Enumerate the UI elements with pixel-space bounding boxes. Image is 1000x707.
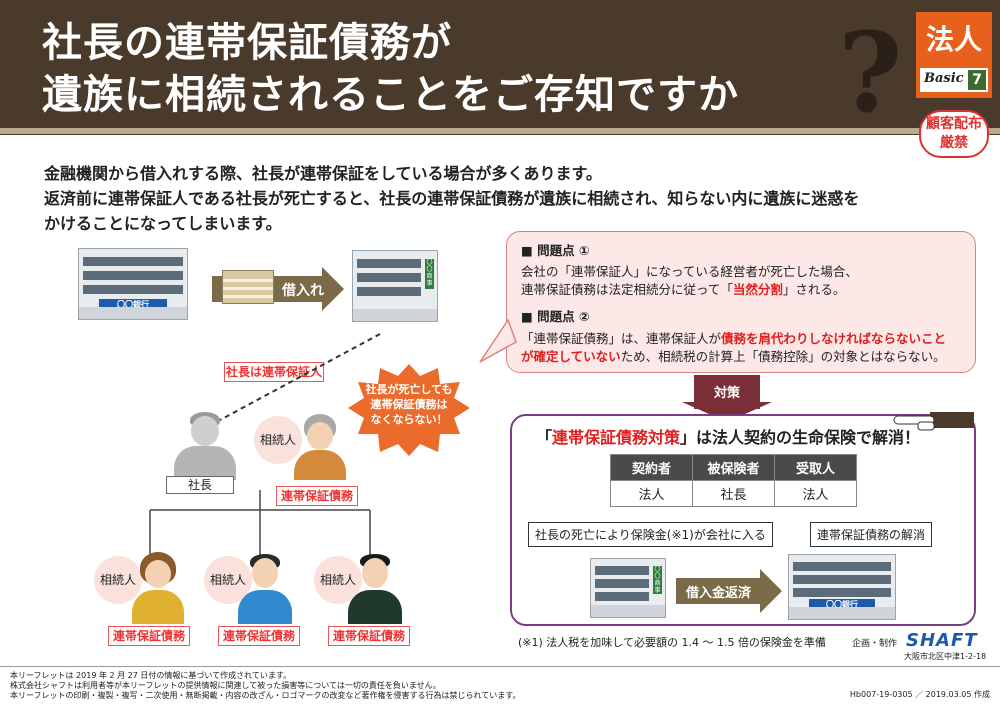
problem-1-heading: ■ 問題点 ① [521, 243, 590, 258]
footnote: (※1) 法人税を加味して必要額の 1.4 ～ 1.5 倍の保険金を準備 [518, 636, 826, 649]
problem-2-line-2: が確定していないため、相続税の計算上「債務控除」の対象とはならない。 [521, 349, 946, 364]
debt-tag-spouse: 連帯保証債務 [276, 486, 358, 506]
footer-line-2: 株式会社シャフトは利用者等が本リーフレットの提供情報に関連して被った損害等につい… [10, 681, 441, 690]
footer-line-1: 本リーフレットは 2019 年 2 月 27 日付の情報に基づいて作成されていま… [10, 671, 292, 680]
problem-2-highlight-b: が確定していない [521, 349, 621, 364]
intro-line-2: 返済前に連帯保証人である社長が死亡すると、社長の連帯保証債務が遺族に相続され、知… [44, 189, 860, 208]
table-cell-beneficiary: 法人 [774, 480, 857, 507]
problem-1-line-2: 連帯保証債務は法定相続分に従って「当然分割」される。 [521, 282, 846, 297]
president-label: 社長 [166, 476, 234, 494]
problem-1-highlight: 当然分割 [732, 282, 783, 297]
credit-label: 企画・制作 [852, 639, 898, 649]
debt-tag-child-2: 連帯保証債務 [218, 626, 300, 646]
document-code: Hb007-19-0305 ／ 2019.03.05 作成 [849, 690, 990, 699]
debt-resolved-bubble: 連帯保証債務の解消 [810, 522, 933, 547]
family-tree-lines [149, 490, 371, 556]
footer-line-3: 本リーフレットの印刷・複製・複写・二次使用・無断掲載・内容の改ざん・ロゴマークの… [10, 691, 521, 700]
question-mark-icon: ? [838, 8, 903, 137]
heir-label-child-1: 相続人 [94, 556, 142, 604]
footer-divider [0, 666, 1000, 667]
warning-burst-icon [348, 364, 470, 456]
burst-line-1: 社長が死亡しても [365, 383, 453, 396]
stamp-line-2: 厳禁 [940, 135, 968, 151]
category-badge: 法人 Basic 7 [916, 12, 992, 98]
child-3-figure [344, 552, 406, 624]
repay-label: 借入金返済 [686, 586, 752, 601]
problem-box-tail [479, 318, 517, 363]
guarantee-link-line [219, 333, 381, 421]
problem-2-line-1: 「連帯保証債務」は、連帯保証人が債務を肩代わりしなければならないこと [521, 331, 947, 346]
burst-line-2: 連帯保証債務は [370, 398, 448, 411]
burst-line-3: なくならない！ [370, 413, 448, 426]
company-building-icon: 〇〇商事 [352, 250, 438, 322]
solution-company-building-icon: 〇〇商事 [590, 558, 666, 618]
company-address: 大阪市北区中津1-2-18 [904, 652, 987, 661]
header-banner [0, 0, 1000, 135]
insurance-payout-bubble: 社長の死亡により保険金(※1)が会社に入る [528, 522, 773, 547]
table-cell-policyholder: 法人 [610, 480, 693, 507]
repay-arrow [676, 578, 762, 604]
spouse-figure [290, 414, 350, 480]
child-1-figure [128, 552, 188, 624]
table-cell-insured: 社長 [692, 480, 775, 507]
series-band: Basic 7 [920, 68, 988, 92]
solution-bank-building-icon: 〇〇銀行 [788, 554, 896, 620]
solution-title: 「連帯保証債務対策」は法人契約の生命保険で解消！ [536, 428, 921, 447]
company-sign: 〇〇商事 [425, 259, 434, 289]
intro-line-1: 金融機関から借入れする際、社長が連帯保証をしている場合が多くあります。 [44, 164, 602, 183]
stamp-line-1: 顧客配布 [926, 116, 982, 132]
problem-box: ■ 問題点 ① 会社の「連帯保証人」になっている経営者が死亡した場合、 連帯保証… [506, 231, 976, 373]
burst-text: 社長が死亡しても 連帯保証債務は なくならない！ [356, 382, 462, 427]
contract-table: 契約者 被保険者 受取人 法人 社長 法人 [610, 454, 857, 507]
series-label: Basic [924, 71, 964, 86]
category-label: 法人 [925, 23, 982, 56]
intro-line-3: かけることになってしまいます。 [44, 214, 282, 233]
pointing-hand-icon [893, 412, 974, 431]
borrow-label: 借入れ [282, 283, 324, 299]
borrow-arrow-head [322, 267, 344, 311]
not-for-distribution-stamp: 顧客配布 厳禁 [919, 110, 989, 158]
bank-building-icon: 〇〇銀行 [78, 248, 188, 320]
debt-tag-child-3: 連帯保証債務 [328, 626, 410, 646]
problem-1-line-1: 会社の「連帯保証人」になっている経営者が死亡した場合、 [521, 264, 858, 279]
title-line-2: 遺族に相続されることをご存知ですか [42, 72, 739, 118]
president-figure [170, 410, 240, 480]
table-header-policyholder: 契約者 [610, 454, 693, 481]
debt-tag-child-1: 連帯保証債務 [108, 626, 190, 646]
header-stripe [0, 128, 1000, 134]
shaft-logo: SHAFT [906, 630, 978, 651]
child-2-figure [234, 552, 296, 624]
table-header-beneficiary: 受取人 [774, 454, 857, 481]
solution-company-sign: 〇〇商事 [653, 566, 662, 594]
problem-2-highlight-a: 債務を肩代わりしなければならないこと [721, 331, 947, 346]
series-number: 7 [968, 70, 986, 90]
table-header-insured: 被保険者 [692, 454, 775, 481]
repay-arrow-head [760, 569, 782, 613]
money-stack-icon [222, 270, 274, 304]
heir-label-spouse: 相続人 [254, 416, 302, 464]
title-line-1: 社長の連帯保証債務が [42, 20, 452, 66]
countermeasure-label: 対策 [713, 386, 740, 401]
problem-2-heading: ■ 問題点 ② [521, 309, 590, 324]
